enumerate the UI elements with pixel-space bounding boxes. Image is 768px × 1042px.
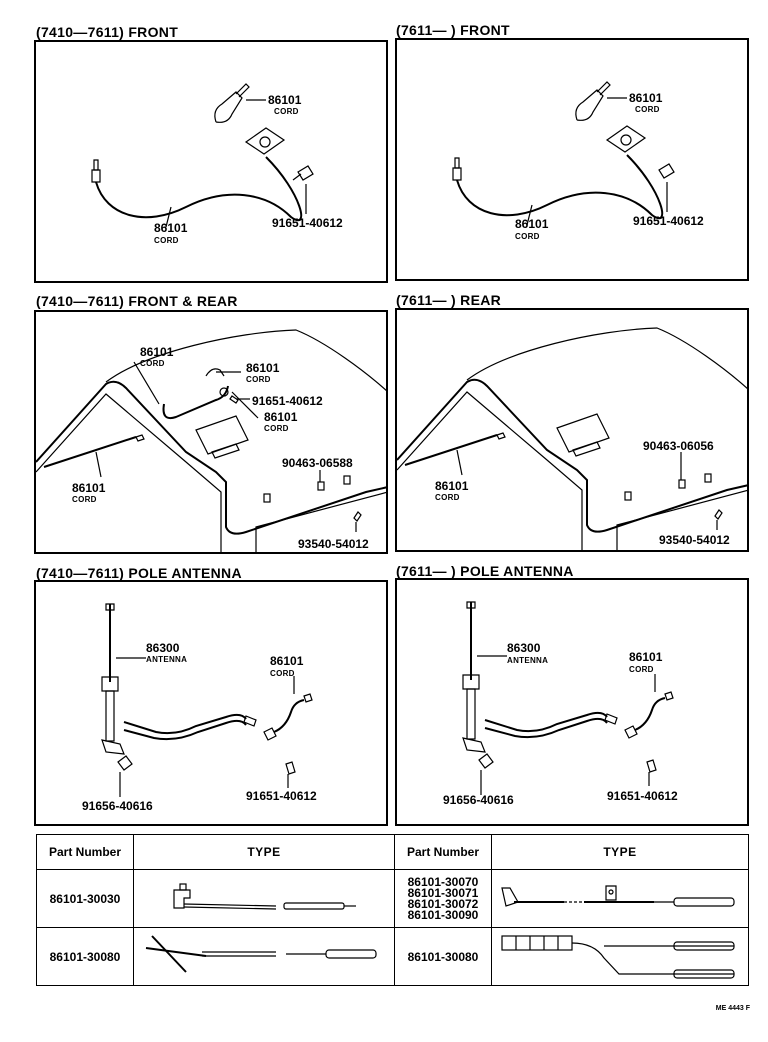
parts-table-header-row: Part Number TYPE Part Number TYPE <box>36 834 749 870</box>
label-cord-sub: CORD <box>629 665 654 674</box>
label-cord-top: 86101 <box>268 93 302 107</box>
label-antenna: 86300 <box>507 641 541 655</box>
label-screw-left: 91656-40616 <box>443 793 514 807</box>
label-bolt: 90463-06056 <box>643 439 714 453</box>
footnote-code: ME 4443 F <box>715 1005 750 1012</box>
label-cord-top-sub: CORD <box>274 107 299 116</box>
table-row: 86101-30030 86101-30070 86101-30071 8610… <box>36 869 749 928</box>
type-drawing-l-connector <box>173 883 356 910</box>
label-cord-c-sub: CORD <box>264 424 289 433</box>
section-title-rear-late: (7611— ) REAR <box>396 292 502 308</box>
label-cord-a-sub: CORD <box>140 359 165 368</box>
section-title-front-late: (7611— ) FRONT <box>396 22 510 38</box>
label-cord-main-sub: CORD <box>515 232 540 241</box>
panel-front-rear-early: 86101 CORD 86101 CORD 91651-40612 86101 … <box>34 310 388 554</box>
label-cord-top: 86101 <box>629 91 663 105</box>
header-part-number-right: Part Number <box>394 834 492 870</box>
label-cord-main: 86101 <box>435 479 469 493</box>
label-cord-c: 86101 <box>264 410 298 424</box>
label-screw: 91651-40612 <box>633 214 704 228</box>
table-row: 86101-30080 86101-30080 <box>36 927 749 986</box>
rear-cord-drawing-late <box>397 327 747 550</box>
panel-rear-late: 90463-06056 86101 CORD 93540-54012 <box>395 308 749 552</box>
label-cord-main: 86101 <box>154 221 188 235</box>
section-title-pole-early: (7410—7611) POLE ANTENNA <box>36 565 242 581</box>
rear-cord-drawing <box>36 329 386 552</box>
part-number-cell: 86101-30080 <box>394 927 492 986</box>
label-screw-left: 91656-40616 <box>82 799 153 813</box>
label-screw: 91651-40612 <box>272 216 343 230</box>
part-number-line: 86101-30071 <box>407 885 479 900</box>
panel-front-early: 86101 CORD 86101 CORD 91651-40612 <box>34 40 388 283</box>
part-number-line: 86101-30090 <box>407 907 479 922</box>
label-cord-b-sub: CORD <box>246 375 271 384</box>
label-cord-a: 86101 <box>140 345 174 359</box>
type-drawing-cell <box>491 869 749 928</box>
label-clip: 93540-54012 <box>298 537 369 551</box>
pole-antenna-drawing-late <box>462 601 674 795</box>
part-number-cell: 86101-30080 <box>36 927 134 986</box>
label-bolt: 90463-06588 <box>282 456 353 470</box>
label-clip: 93540-54012 <box>659 533 730 547</box>
label-screw: 91651-40612 <box>252 394 323 408</box>
label-cord-main-sub: CORD <box>72 495 97 504</box>
label-cord-main: 86101 <box>515 217 549 231</box>
label-antenna-sub: ANTENNA <box>507 656 549 665</box>
label-screw-right: 91651-40612 <box>607 789 678 803</box>
front-cord-drawing-late <box>452 81 675 226</box>
label-cord-sub: CORD <box>270 669 295 678</box>
label-screw-right: 91651-40612 <box>246 789 317 803</box>
header-type-right: TYPE <box>491 834 749 870</box>
type-drawing-split-cord <box>501 935 735 979</box>
part-number-cell: 86101-30030 <box>36 869 134 928</box>
label-antenna: 86300 <box>146 641 180 655</box>
label-antenna-sub: ANTENNA <box>146 655 188 664</box>
panel-front-late: 86101 CORD 86101 CORD 91651-40612 <box>395 38 749 281</box>
label-cord-main: 86101 <box>72 481 106 495</box>
panel-pole-late: 86300 ANTENNA 86101 CORD 91656-40616 916… <box>395 578 749 826</box>
part-number-line: 86101-30070 <box>407 874 479 889</box>
front-cord-drawing <box>91 83 314 228</box>
part-number-line: 86101-30072 <box>407 896 479 911</box>
part-number-multi-cell: 86101-30070 86101-30071 86101-30072 8610… <box>394 869 492 928</box>
type-drawing-straight-cord <box>145 935 377 973</box>
type-drawing-bracket-cord <box>501 885 735 907</box>
type-drawing-cell <box>133 869 395 928</box>
section-title-pole-late: (7611— ) POLE ANTENNA <box>396 563 574 579</box>
section-title-front-rear-early: (7410—7611) FRONT & REAR <box>36 293 238 309</box>
section-title-front-early: (7410—7611) FRONT <box>36 24 179 40</box>
header-part-number-left: Part Number <box>36 834 134 870</box>
header-type-left: TYPE <box>133 834 395 870</box>
type-drawing-cell <box>491 927 749 986</box>
label-cord-top-sub: CORD <box>635 105 660 114</box>
label-cord-main-sub: CORD <box>435 493 460 502</box>
label-cord-b: 86101 <box>246 361 280 375</box>
parts-table: Part Number TYPE Part Number TYPE 86101-… <box>36 834 749 986</box>
type-drawing-cell <box>133 927 395 986</box>
panel-pole-early: 86300 ANTENNA 86101 CORD 91656-40616 916… <box>34 580 388 826</box>
pole-antenna-drawing <box>101 603 313 797</box>
label-cord: 86101 <box>270 654 304 668</box>
label-cord-main-sub: CORD <box>154 236 179 245</box>
label-cord: 86101 <box>629 650 663 664</box>
